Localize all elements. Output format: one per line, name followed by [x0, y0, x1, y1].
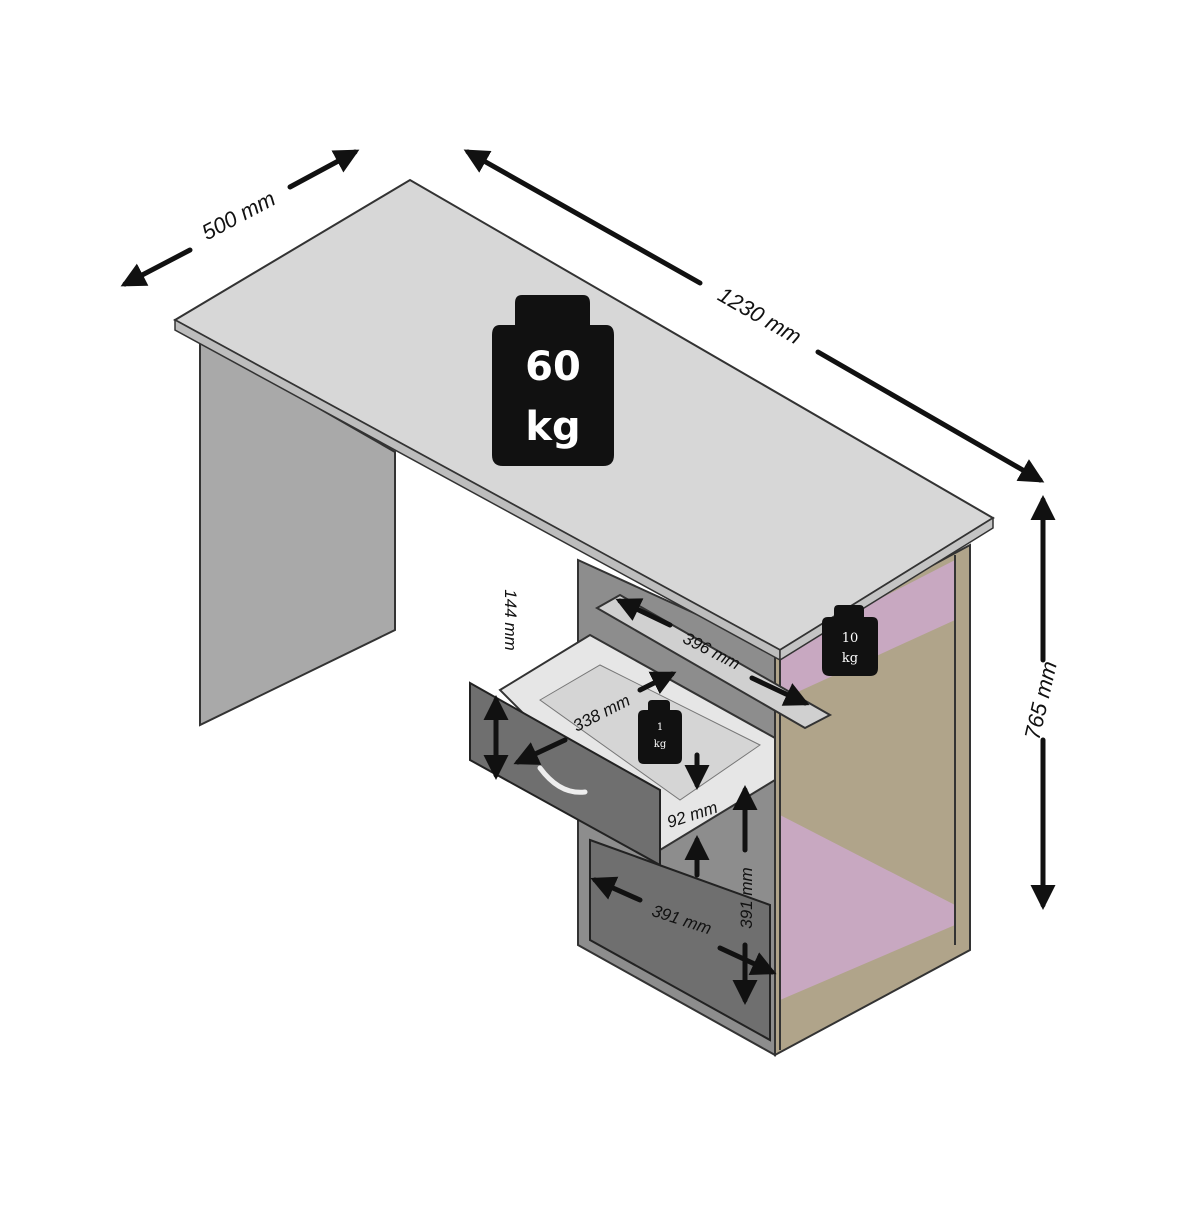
- arrow-drawer-depth-upper: [637, 671, 677, 695]
- keyboard-shelf: [594, 593, 833, 730]
- label-door-height: 391 mm: [737, 867, 756, 928]
- drawer-handle: [537, 765, 588, 795]
- weight-badge-top: 60 kg: [492, 295, 614, 466]
- arrow-drawer-depth-lower: [513, 737, 568, 765]
- weight-top-unit: kg: [525, 404, 580, 450]
- dimension-lines: [120, 149, 1056, 1005]
- arrow-top-width-upper: [463, 149, 703, 286]
- label-top-width: 1230 mm: [714, 282, 806, 350]
- label-drawer-height: 144 mm: [501, 589, 520, 650]
- arrow-top-depth-lower: [120, 247, 193, 287]
- weight-drawer-value: 1: [657, 722, 663, 733]
- weight-top-value: 60: [525, 344, 581, 390]
- cabinet-door: [589, 838, 771, 1042]
- weight-shelf-unit: kg: [842, 651, 858, 666]
- arrow-door-width-left: [590, 876, 643, 903]
- arrow-shelf-left: [615, 598, 673, 628]
- arrow-top-width-lower: [815, 349, 1045, 483]
- weight-badge-drawer: 1 kg: [638, 700, 682, 764]
- weight-badge-shelf: 10 kg: [822, 605, 878, 676]
- weight-drawer-unit: kg: [654, 739, 667, 750]
- cabinet-shelf-bottom: [780, 815, 955, 1000]
- arrow-top-depth-upper: [287, 149, 360, 190]
- drawer-front: [469, 681, 661, 867]
- label-top-depth: 500 mm: [198, 186, 280, 245]
- weight-shelf-value: 10: [842, 631, 859, 646]
- label-height: 765 mm: [1020, 659, 1062, 742]
- arrow-shelf-right: [749, 675, 810, 706]
